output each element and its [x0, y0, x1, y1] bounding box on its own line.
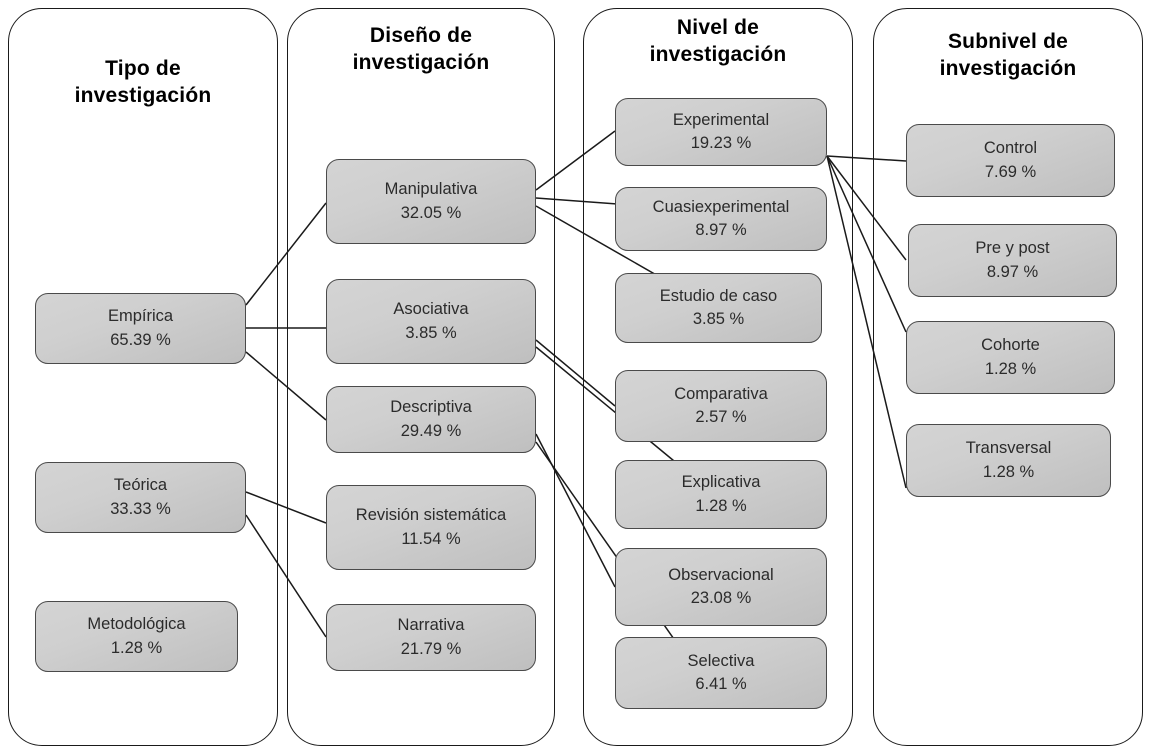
node-cohorte-value: 1.28 %: [984, 359, 1037, 378]
node-manipulativa[interactable]: Manipulativa 32.05 %: [326, 159, 536, 244]
column-title-nivel-line2: investigación: [649, 43, 787, 67]
node-manipulativa-label: Manipulativa: [384, 180, 478, 199]
node-narrativa-value: 21.79 %: [400, 639, 462, 658]
column-title-subnivel-line2: investigación: [939, 57, 1077, 81]
column-title-subnivel-line1: Subnivel de: [947, 30, 1069, 53]
node-asociativa-label: Asociativa: [393, 300, 469, 319]
column-title-nivel-line1: Nivel de: [676, 16, 760, 39]
column-title-tipo-line1: Tipo de: [105, 57, 181, 80]
node-empirica-label: Empírica: [107, 307, 174, 326]
node-control-label: Control: [983, 139, 1038, 158]
node-metodologica[interactable]: Metodológica 1.28 %: [35, 601, 238, 672]
column-title-tipo: Tipo de investigación: [18, 55, 268, 110]
node-transversal-label: Transversal: [965, 439, 1052, 458]
link-experimental-preypost: [826, 155, 907, 261]
column-panel-subnivel: [873, 8, 1143, 746]
node-comparativa-label: Comparativa: [674, 384, 768, 403]
node-experimental-label: Experimental: [672, 110, 770, 129]
node-revision-sistematica-value: 11.54 %: [401, 529, 461, 548]
node-control[interactable]: Control 7.69 %: [906, 124, 1115, 197]
column-panel-diseno: [287, 8, 555, 746]
node-teorica[interactable]: Teórica 33.33 %: [35, 462, 246, 533]
node-transversal-value: 1.28 %: [982, 462, 1035, 481]
node-teorica-label: Teórica: [113, 476, 168, 495]
node-empirica-value: 65.39 %: [110, 330, 171, 349]
node-metodologica-value: 1.28 %: [110, 638, 163, 657]
link-experimental-cohorte: [826, 155, 907, 333]
link-teorica-revision: [245, 491, 327, 524]
node-selectiva[interactable]: Selectiva 6.41 %: [615, 637, 827, 709]
link-teorica-narrativa: [245, 514, 327, 638]
node-descriptiva-label: Descriptiva: [390, 398, 472, 417]
node-pre-y-post-label: Pre y post: [975, 239, 1050, 258]
node-transversal[interactable]: Transversal 1.28 %: [906, 424, 1111, 497]
node-descriptiva-value: 29.49 %: [400, 421, 462, 440]
node-narrativa[interactable]: Narrativa 21.79 %: [326, 604, 536, 671]
link-experimental-transversal: [826, 155, 907, 489]
node-comparativa[interactable]: Comparativa 2.57 %: [615, 370, 827, 442]
node-revision-sistematica-label: Revisión sistemática: [355, 506, 507, 525]
node-narrativa-label: Narrativa: [397, 616, 465, 635]
column-title-diseno-line2: investigación: [352, 51, 490, 75]
node-revision-sistematica[interactable]: Revisión sistemática 11.54 %: [326, 485, 536, 570]
node-cohorte[interactable]: Cohorte 1.28 %: [906, 321, 1115, 394]
node-cohorte-label: Cohorte: [981, 336, 1040, 355]
node-teorica-value: 33.33 %: [110, 499, 171, 518]
node-control-value: 7.69 %: [984, 162, 1037, 181]
node-selectiva-value: 6.41 %: [695, 675, 747, 693]
column-panel-nivel: [583, 8, 853, 746]
node-manipulativa-value: 32.05 %: [400, 203, 462, 222]
node-estudio-de-caso[interactable]: Estudio de caso 3.85 %: [615, 273, 822, 343]
link-asociativa-comparativa: [535, 339, 616, 407]
node-estudio-de-caso-label: Estudio de caso: [659, 286, 778, 305]
link-empirica-descriptiva: [245, 351, 327, 421]
node-cuasiexperimental-label: Cuasiexperimental: [652, 197, 790, 216]
column-title-tipo-line2: investigación: [74, 84, 212, 108]
node-descriptiva[interactable]: Descriptiva 29.49 %: [326, 386, 536, 453]
node-observacional[interactable]: Observacional 23.08 %: [615, 548, 827, 626]
node-experimental[interactable]: Experimental 19.23 %: [615, 98, 827, 166]
node-comparativa-value: 2.57 %: [695, 408, 747, 426]
node-metodologica-label: Metodológica: [87, 615, 186, 634]
node-empirica[interactable]: Empírica 65.39 %: [35, 293, 246, 364]
link-manipulativa-experimental: [535, 130, 616, 191]
link-empirica-manipulativa: [245, 202, 327, 306]
node-asociativa-value: 3.85 %: [405, 323, 457, 342]
node-pre-y-post[interactable]: Pre y post 8.97 %: [908, 224, 1117, 297]
node-cuasiexperimental-value: 8.97 %: [695, 221, 747, 239]
node-estudio-de-caso-value: 3.85 %: [692, 310, 745, 328]
node-explicativa-value: 1.28 %: [695, 496, 747, 515]
node-experimental-value: 19.23 %: [690, 134, 752, 152]
node-pre-y-post-value: 8.97 %: [986, 262, 1039, 281]
node-observacional-label: Observacional: [668, 565, 774, 584]
column-title-nivel: Nivel de investigación: [593, 14, 843, 69]
node-explicativa[interactable]: Explicativa 1.28 %: [615, 460, 827, 529]
column-title-subnivel: Subnivel de investigación: [883, 28, 1133, 83]
column-panel-tipo: [8, 8, 278, 746]
node-cuasiexperimental[interactable]: Cuasiexperimental 8.97 %: [615, 187, 827, 251]
node-observacional-value: 23.08 %: [690, 589, 752, 607]
node-selectiva-label: Selectiva: [687, 651, 755, 670]
link-experimental-control: [826, 155, 907, 162]
node-explicativa-label: Explicativa: [681, 473, 761, 492]
link-descriptiva-observacional: [535, 433, 616, 588]
column-title-diseno: Diseño de investigación: [297, 22, 545, 77]
column-title-diseno-line1: Diseño de: [369, 24, 473, 47]
node-asociativa[interactable]: Asociativa 3.85 %: [326, 279, 536, 364]
